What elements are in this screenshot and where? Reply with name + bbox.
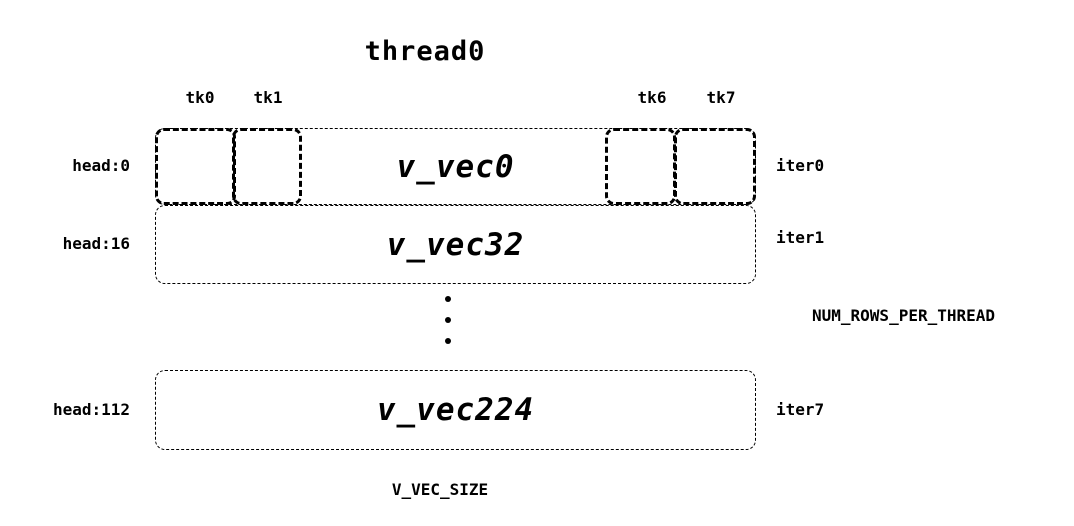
diagram-title: thread0 bbox=[364, 36, 486, 67]
ellipsis-dot bbox=[445, 296, 451, 302]
v-vec224-label: v_vec224 bbox=[376, 392, 535, 428]
tk1-label: tk1 bbox=[253, 88, 283, 107]
v-vec32-label: v_vec32 bbox=[386, 226, 525, 263]
ellipsis-dot bbox=[445, 317, 451, 323]
row-iter0-box: v_vec0 bbox=[155, 128, 756, 205]
head16-label: head:16 bbox=[62, 234, 130, 253]
tk1-cell bbox=[232, 128, 302, 205]
iter0-label: iter0 bbox=[776, 156, 825, 175]
head112-label: head:112 bbox=[52, 400, 130, 419]
tk6-label: tk6 bbox=[637, 88, 667, 107]
row-iter1-box: v_vec32 bbox=[155, 205, 756, 284]
tk6-cell bbox=[605, 128, 676, 205]
tk7-cell bbox=[674, 128, 756, 205]
v-vec0-label: v_vec0 bbox=[396, 148, 515, 185]
tk7-label: tk7 bbox=[706, 88, 736, 107]
tk0-cell bbox=[155, 128, 236, 205]
iter7-label: iter7 bbox=[776, 400, 825, 419]
iter1-label: iter1 bbox=[776, 228, 825, 247]
row-iter7-box: v_vec224 bbox=[155, 370, 756, 450]
num-rows-per-thread-label: NUM_ROWS_PER_THREAD bbox=[812, 306, 996, 325]
tk0-label: tk0 bbox=[185, 88, 215, 107]
ellipsis-dot bbox=[445, 338, 451, 344]
v-vec-size-label: V_VEC_SIZE bbox=[391, 480, 489, 499]
vertical-ellipsis-icon bbox=[445, 296, 451, 344]
head0-label: head:0 bbox=[72, 156, 130, 175]
